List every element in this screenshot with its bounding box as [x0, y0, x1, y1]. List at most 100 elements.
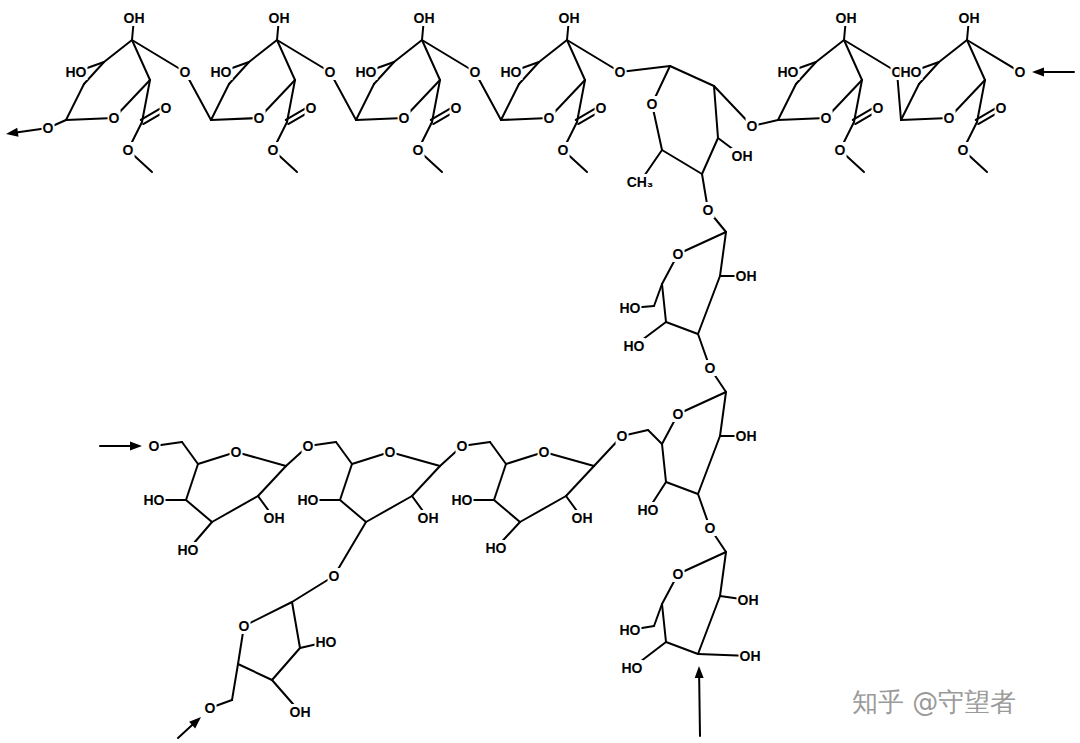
bond-line — [132, 40, 185, 72]
atom-label: OH — [289, 704, 312, 720]
atom-label: HO — [619, 300, 642, 316]
bond-line — [494, 500, 520, 522]
atom-label: OH — [123, 10, 146, 26]
atom-label: HO — [485, 540, 508, 556]
bond-line — [501, 84, 519, 120]
atom-label: HO — [65, 64, 88, 80]
bond-line — [336, 442, 352, 464]
bond-line — [104, 40, 132, 62]
atom-label: HO — [297, 492, 320, 508]
arrow-shaft — [100, 445, 130, 447]
bond-line — [648, 430, 662, 444]
atom-label: O — [148, 438, 161, 454]
arrow-head — [130, 442, 142, 451]
bond-line — [662, 150, 702, 174]
atom-label: O — [469, 64, 482, 80]
bond-line — [702, 138, 718, 174]
atom-label: O — [238, 618, 251, 634]
atom-label: O — [456, 438, 469, 454]
arrow-shaft — [178, 725, 192, 738]
atom-label: O — [704, 360, 717, 376]
bond-line — [390, 452, 440, 466]
atom-label: O — [557, 142, 570, 158]
bond-line — [258, 466, 286, 496]
atom-label: HO — [623, 338, 646, 354]
atom-label: O — [672, 246, 685, 262]
bond-line — [698, 596, 720, 654]
atom-label: HO — [177, 542, 200, 558]
bond-line — [232, 664, 238, 700]
atom-label: O — [872, 100, 885, 116]
bond-line — [277, 40, 330, 72]
atom-label: O — [108, 110, 121, 126]
atom-label: OH — [735, 428, 758, 444]
atom-label: O — [746, 118, 759, 134]
atom-label: O — [702, 202, 715, 218]
atom-label: OH — [835, 10, 858, 26]
atom-label: O — [672, 406, 685, 422]
bond-line — [720, 552, 726, 596]
bond-line — [490, 442, 506, 464]
bond-line — [66, 84, 84, 120]
bond-line — [678, 392, 726, 414]
atom-label: O — [672, 566, 685, 582]
bond-line — [186, 500, 212, 522]
atom-label: OH — [413, 10, 436, 26]
atom-label: O — [179, 64, 192, 80]
atom-label: OH — [731, 148, 754, 164]
atom-label: HO — [355, 64, 378, 80]
atom-label: O — [957, 142, 970, 158]
bond-line — [666, 482, 698, 494]
bond-line — [662, 284, 666, 322]
atom-label: HO — [637, 502, 660, 518]
atom-label: O — [995, 100, 1008, 116]
atom-label: OH — [417, 510, 440, 526]
atom-label: O — [450, 100, 463, 116]
bond-line — [212, 496, 258, 522]
bond-line — [412, 466, 440, 496]
atom-label: O — [538, 444, 551, 460]
bond-line — [844, 40, 897, 72]
bond-line — [566, 466, 594, 496]
bond-line — [662, 604, 666, 642]
bond-line — [714, 86, 718, 138]
atom-label: HO — [900, 64, 923, 80]
atom-label: HO — [500, 64, 523, 80]
atom-label: O — [267, 142, 280, 158]
bond-line — [816, 40, 844, 62]
bond-line — [698, 276, 720, 334]
atom-label: O — [204, 700, 217, 716]
atom-label: O — [595, 100, 608, 116]
bond-line — [720, 232, 726, 276]
atom-label: O — [834, 142, 847, 158]
bond-line — [238, 664, 272, 680]
atom-label: O — [614, 64, 627, 80]
arrow-head — [189, 717, 201, 728]
bond-line — [662, 444, 666, 482]
atom-label: OH — [558, 10, 581, 26]
atom-label: O — [1014, 64, 1027, 80]
bond-line — [292, 602, 300, 648]
bond-line — [567, 40, 620, 72]
atom-label: O — [543, 110, 556, 126]
bond-line — [720, 392, 726, 436]
watermark: 知乎 @守望者 — [852, 689, 1016, 715]
bond-line — [778, 84, 796, 120]
bond-line — [422, 40, 475, 72]
atom-label: O — [230, 444, 243, 460]
atom-label: O — [616, 428, 629, 444]
atom-label: O — [820, 110, 833, 126]
bond-line — [520, 496, 566, 522]
atom-label: OH — [737, 592, 760, 608]
bond-line — [544, 452, 594, 466]
arrow-shaft — [1044, 71, 1074, 73]
atom-label: O — [704, 520, 717, 536]
bond-line — [186, 464, 198, 500]
bond-line — [211, 84, 229, 120]
bond-line — [340, 500, 366, 522]
bond-line — [901, 84, 919, 120]
bond-line — [939, 40, 967, 62]
atom-label: OH — [571, 510, 594, 526]
arrow-shaft — [698, 678, 701, 736]
atom-label: O — [943, 110, 956, 126]
